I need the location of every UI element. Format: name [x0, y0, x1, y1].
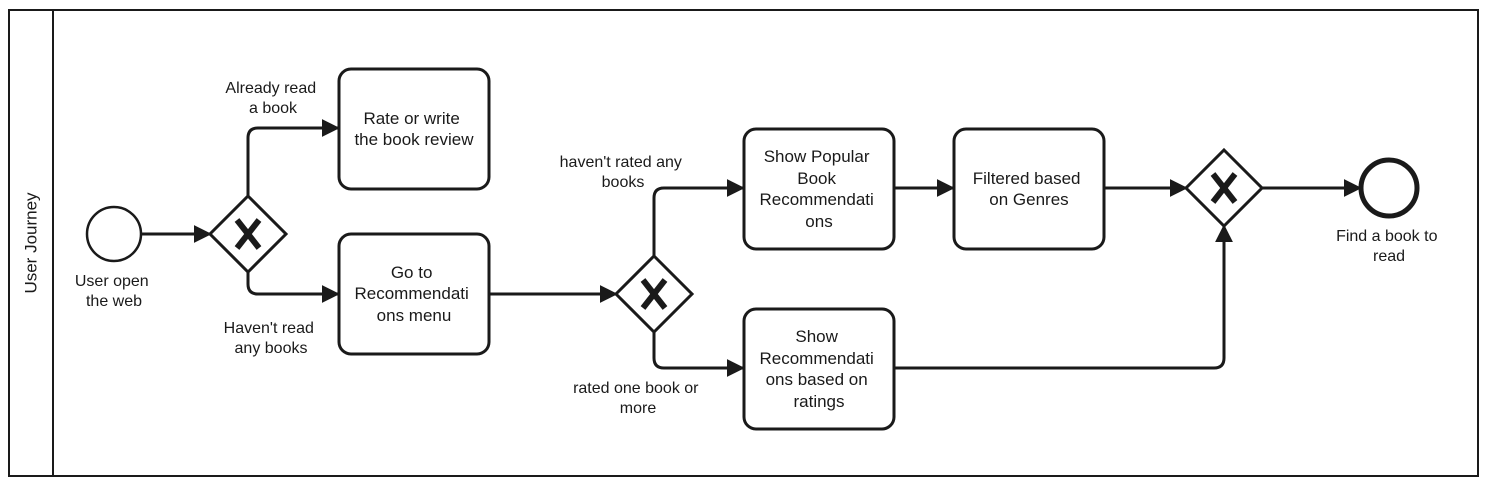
- flow-label-line: Haven't read: [224, 320, 314, 337]
- flow-label-already-read: Already read a book: [225, 80, 320, 117]
- flow-label-line: rated one book or: [573, 380, 699, 397]
- end-event-label-line: read: [1373, 248, 1405, 265]
- pool-frame: [8, 9, 1479, 477]
- task-filtered-genres: [952, 127, 1106, 251]
- task-text-line: the book review: [354, 130, 474, 149]
- end-event-label-line: Find a book to: [1336, 228, 1438, 245]
- exclusive-gateway-2: [613, 253, 695, 335]
- start-event-label: User open the web: [75, 273, 153, 310]
- flow-ratings-to-g3: [893, 224, 1233, 370]
- lane-title: User Journey: [21, 192, 40, 294]
- task-show-popular-text: Show Popular Book Recommendati ons: [759, 147, 878, 231]
- flow-label-havent-rated: haven't rated any books: [560, 154, 687, 191]
- flow-label-line: books: [602, 174, 645, 191]
- task-text-line: Recommendati: [354, 284, 468, 303]
- exclusive-gateway-3: [1183, 147, 1265, 229]
- flow-label-line: a book: [249, 100, 298, 117]
- task-show-by-ratings-text: Show Recommendati ons based on ratings: [759, 327, 878, 411]
- task-show-by-ratings: [742, 307, 896, 431]
- task-text-line: ratings: [793, 392, 844, 411]
- task-text-line: Book: [797, 169, 836, 188]
- flow-label-line: haven't rated any: [560, 154, 682, 171]
- task-text-line: Show: [795, 327, 838, 346]
- start-event-label-line: the web: [86, 293, 142, 310]
- task-show-popular: [742, 127, 896, 251]
- gateway-x-icon: [640, 278, 668, 310]
- start-event-label-line: User open: [75, 273, 149, 290]
- flow-label-line: any books: [235, 340, 308, 357]
- task-rate-review-text: Rate or write the book review: [354, 109, 474, 149]
- task-text-line: on Genres: [989, 190, 1068, 209]
- flow-g2-to-popular: [652, 179, 745, 256]
- task-go-to-recommendations: [337, 232, 491, 356]
- flow-g1-to-rate-review: [246, 119, 340, 196]
- gateway-x-icon: [234, 218, 262, 250]
- task-text-line: ons menu: [377, 306, 452, 325]
- flow-g1-to-go-reco: [246, 272, 340, 303]
- task-text-line: ons based on: [766, 370, 868, 389]
- flow-label-line: more: [620, 400, 657, 417]
- start-event: [85, 205, 143, 263]
- task-filtered-genres-text: Filtered based on Genres: [973, 169, 1085, 209]
- exclusive-gateway-1: [207, 193, 289, 275]
- end-event: [1358, 157, 1420, 219]
- task-text-line: Recommendati: [759, 190, 873, 209]
- flow-g2-to-ratings: [652, 332, 745, 377]
- end-event-label: Find a book to read: [1336, 228, 1442, 265]
- task-rate-review: [337, 67, 491, 191]
- task-text-line: Rate or write: [363, 109, 459, 128]
- task-text-line: Go to: [391, 263, 433, 282]
- flow-label-havent-read: Haven't read any books: [224, 320, 319, 357]
- task-text-line: Filtered based: [973, 169, 1081, 188]
- flow-label-line: Already read: [225, 80, 316, 97]
- task-text-line: Recommendati: [759, 349, 873, 368]
- gateway-x-icon: [1210, 172, 1238, 204]
- task-text-line: ons: [805, 212, 832, 231]
- flow-label-rated-one: rated one book or more: [573, 380, 703, 417]
- task-text-line: Show Popular: [764, 147, 870, 166]
- task-go-to-recommendations-text: Go to Recommendati ons menu: [354, 263, 473, 325]
